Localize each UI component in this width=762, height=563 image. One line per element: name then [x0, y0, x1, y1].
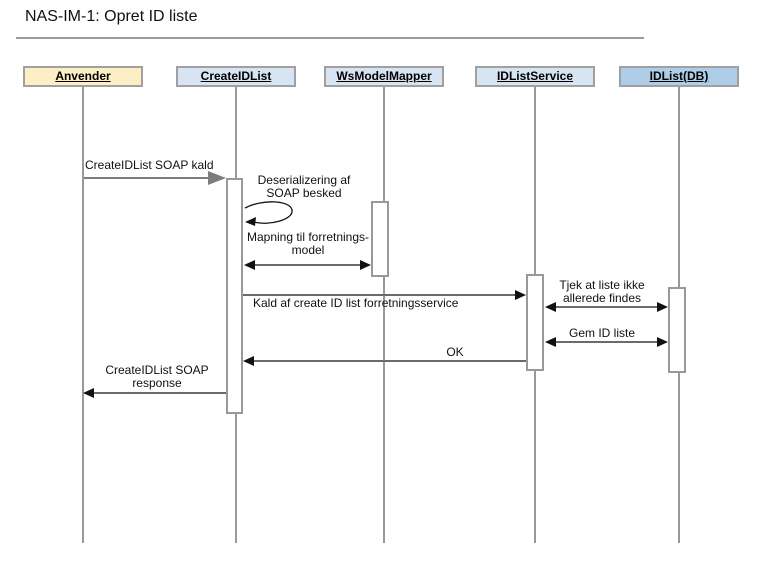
activation-wsmodelmapper — [371, 201, 389, 277]
arrowhead-right-icon — [515, 290, 526, 300]
lifeline-head-idlistservice: IDListService — [475, 66, 595, 87]
message-line-mapning — [254, 264, 362, 266]
message-line-gem-id-liste — [553, 341, 659, 343]
message-label-deserializering: Deserializering af SOAP besked — [257, 173, 351, 200]
title-rule — [16, 37, 644, 39]
lifeline-head-anvender: Anvender — [23, 66, 143, 87]
activation-createidlist — [226, 178, 243, 414]
arrowhead-left-icon — [545, 337, 556, 347]
message-label-ok: OK — [446, 345, 464, 359]
arrowhead-left-icon — [83, 388, 94, 398]
lifeline-head-wsmodelmapper: WsModelMapper — [324, 66, 444, 87]
arrowhead-right-icon — [657, 302, 668, 312]
lifeline-wsmodelmapper — [383, 87, 385, 543]
message-label-soap-response: CreateIDList SOAP response — [105, 363, 209, 390]
lifeline-head-idlistdb: IDList(DB) — [619, 66, 739, 87]
arrowhead-left-icon — [243, 356, 254, 366]
arrowhead-right-icon — [360, 260, 371, 270]
message-line-tjek-liste — [553, 306, 659, 308]
message-line-soap-response — [92, 392, 226, 394]
self-loop-arrow-icon — [244, 201, 293, 226]
arrowhead-left-icon — [545, 302, 556, 312]
message-label-mapning: Mapning til forretnings- model — [246, 230, 370, 257]
activation-idlistdb — [668, 287, 686, 373]
arrowhead-right-icon — [208, 171, 226, 185]
message-label-gem-id-liste: Gem ID liste — [568, 326, 635, 340]
message-label-createidlist-soap-kald: CreateIDList SOAP kald — [85, 158, 214, 172]
message-label-kald-forretningsservice: Kald af create ID list forretningsservic… — [253, 296, 459, 310]
message-label-tjek-liste: Tjek at liste ikke allerede findes — [559, 278, 645, 305]
lifeline-head-createidlist: CreateIDList — [176, 66, 296, 87]
message-line-ok — [252, 360, 526, 362]
lifeline-anvender — [82, 87, 84, 543]
message-line-createidlist-soap-kald — [84, 177, 208, 179]
arrowhead-right-icon — [657, 337, 668, 347]
activation-idlistservice — [526, 274, 544, 371]
message-line-kald-forretningsservice — [243, 294, 516, 296]
page-title: NAS-IM-1: Opret ID liste — [25, 8, 198, 25]
arrowhead-left-icon — [244, 260, 255, 270]
